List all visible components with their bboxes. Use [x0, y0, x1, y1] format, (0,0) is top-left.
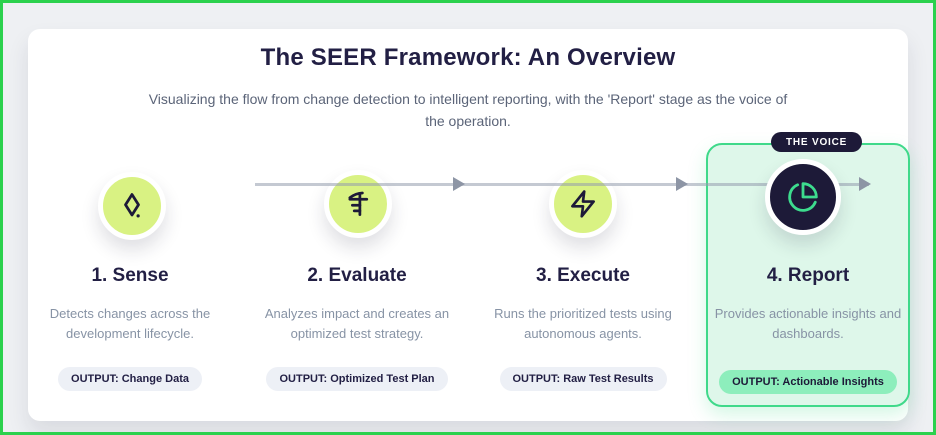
stage-description-execute: Runs the prioritized tests using autonom… — [478, 304, 688, 343]
stage-output-report: OUTPUT: Actionable Insights — [703, 370, 913, 394]
stage-description-text: Analyzes impact and creates an optimized… — [264, 306, 450, 341]
output-badge: OUTPUT: Raw Test Results — [499, 367, 667, 391]
page-title: The SEER Framework: An Overview — [260, 44, 676, 71]
page-subtitle: Visualizing the flow from change detecti… — [148, 91, 788, 129]
flow-arrowhead-icon — [453, 177, 465, 191]
flow-connector-line — [255, 183, 869, 186]
stage-title-evaluate: 2. Evaluate — [307, 265, 407, 286]
execute-stage-circle — [549, 170, 617, 238]
stage-output-evaluate: OUTPUT: Optimized Test Plan — [252, 367, 462, 391]
pie-chart-icon — [788, 182, 818, 212]
stage-description-text: Runs the prioritized tests using autonom… — [494, 306, 672, 341]
stage-description-evaluate: Analyzes impact and creates an optimized… — [252, 304, 462, 343]
output-badge: OUTPUT: Actionable Insights — [719, 370, 897, 394]
output-badge: OUTPUT: Change Data — [58, 367, 202, 391]
zap-lightning-icon — [571, 190, 595, 218]
flow-arrowhead-icon — [676, 177, 688, 191]
stage-description-report: Provides actionable insights and dashboa… — [703, 304, 913, 343]
evaluate-stage-circle — [324, 170, 392, 238]
stage-description-text: Provides actionable insights and dashboa… — [714, 306, 902, 341]
stage-title-sense: 1. Sense — [91, 265, 169, 286]
flow-arrowhead-icon — [859, 177, 871, 191]
caliper-measure-icon — [348, 191, 369, 216]
sense-stage-circle — [98, 172, 166, 240]
the-voice-badge: THE VOICE — [771, 132, 863, 152]
report-stage-circle — [765, 159, 841, 235]
stage-title-execute: 3. Execute — [536, 265, 630, 286]
stage-description-sense: Detects changes across the development l… — [25, 304, 235, 343]
stage-description-text: Detects changes across the development l… — [49, 306, 211, 341]
output-badge: OUTPUT: Optimized Test Plan — [266, 367, 448, 391]
stage-title-report: 4. Report — [766, 265, 850, 286]
diamond-scan-icon — [124, 193, 140, 218]
stage-output-execute: OUTPUT: Raw Test Results — [478, 367, 688, 391]
stage-output-sense: OUTPUT: Change Data — [25, 367, 235, 391]
